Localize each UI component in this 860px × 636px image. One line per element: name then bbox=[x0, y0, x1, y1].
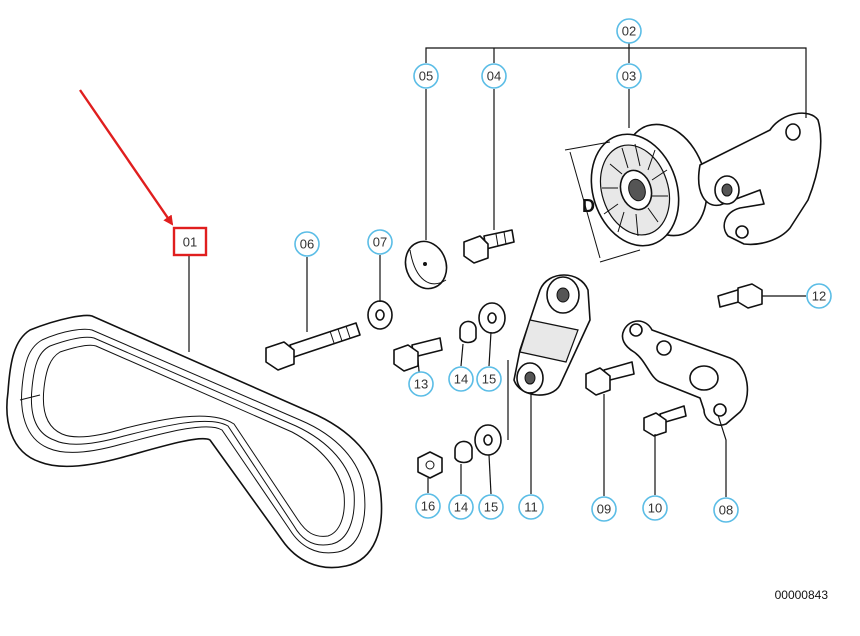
callout-05[interactable]: 05 bbox=[413, 63, 439, 89]
pulley-bolt bbox=[463, 229, 515, 264]
callout-12-label: 12 bbox=[812, 289, 826, 304]
callout-07[interactable]: 07 bbox=[367, 229, 393, 255]
nut-16 bbox=[417, 451, 443, 479]
callout-10[interactable]: 10 bbox=[642, 495, 668, 521]
callout-06[interactable]: 06 bbox=[294, 231, 320, 257]
reference-number: 00000843 bbox=[774, 588, 828, 602]
tensioner-pulley bbox=[590, 123, 708, 247]
belt-damper bbox=[513, 274, 591, 396]
callout-10-label: 10 bbox=[648, 501, 662, 516]
dimension-marker: D bbox=[564, 141, 641, 263]
bolt-13 bbox=[393, 337, 443, 372]
pulley-cap bbox=[404, 240, 448, 290]
callout-01-label: 01 bbox=[183, 235, 197, 250]
callout-14-upper-label: 14 bbox=[454, 372, 468, 387]
bolt-12 bbox=[717, 283, 763, 309]
long-bolt bbox=[265, 322, 361, 371]
callout-14-upper[interactable]: 14 bbox=[448, 366, 474, 392]
bushing-14-lower bbox=[454, 440, 473, 464]
callout-04[interactable]: 04 bbox=[481, 63, 507, 89]
callout-16-label: 16 bbox=[421, 499, 435, 514]
drive-belt bbox=[6, 314, 383, 569]
washer-07 bbox=[367, 300, 393, 330]
pulley-bracket bbox=[698, 112, 822, 246]
callout-15-upper[interactable]: 15 bbox=[476, 366, 502, 392]
callout-09-label: 09 bbox=[597, 502, 611, 517]
dimension-label: D bbox=[582, 196, 595, 216]
tensioner-bracket bbox=[621, 320, 749, 426]
bolt-09 bbox=[585, 361, 635, 396]
callout-11[interactable]: 11 bbox=[518, 494, 544, 520]
washer-15-lower bbox=[474, 424, 502, 456]
callout-09[interactable]: 09 bbox=[591, 496, 617, 522]
callout-14-lower[interactable]: 14 bbox=[448, 494, 474, 520]
callout-12[interactable]: 12 bbox=[806, 283, 832, 309]
leader-lines bbox=[188, 43, 807, 497]
callout-03-label: 03 bbox=[622, 69, 636, 84]
highlight-box bbox=[172, 226, 208, 257]
callout-06-label: 06 bbox=[300, 237, 314, 252]
washer-15-upper bbox=[478, 302, 506, 334]
callout-04-label: 04 bbox=[487, 69, 501, 84]
bushing-14-upper bbox=[459, 320, 477, 344]
callout-15-upper-label: 15 bbox=[482, 372, 496, 387]
callout-16[interactable]: 16 bbox=[415, 493, 441, 519]
callout-15-lower-label: 15 bbox=[484, 500, 498, 515]
callout-02[interactable]: 02 bbox=[616, 18, 642, 44]
bolt-10 bbox=[643, 405, 687, 437]
callout-08[interactable]: 08 bbox=[713, 497, 739, 523]
callout-11-label: 11 bbox=[524, 500, 538, 515]
callout-03[interactable]: 03 bbox=[616, 63, 642, 89]
callout-02-label: 02 bbox=[622, 24, 636, 39]
callout-07-label: 07 bbox=[373, 235, 387, 250]
highlight-arrow bbox=[79, 89, 174, 226]
callout-15-lower[interactable]: 15 bbox=[478, 494, 504, 520]
callout-14-lower-label: 14 bbox=[454, 500, 468, 515]
callout-13-label: 13 bbox=[414, 377, 428, 392]
callout-13[interactable]: 13 bbox=[408, 371, 434, 397]
callout-05-label: 05 bbox=[419, 69, 433, 84]
callout-08-label: 08 bbox=[719, 503, 733, 518]
